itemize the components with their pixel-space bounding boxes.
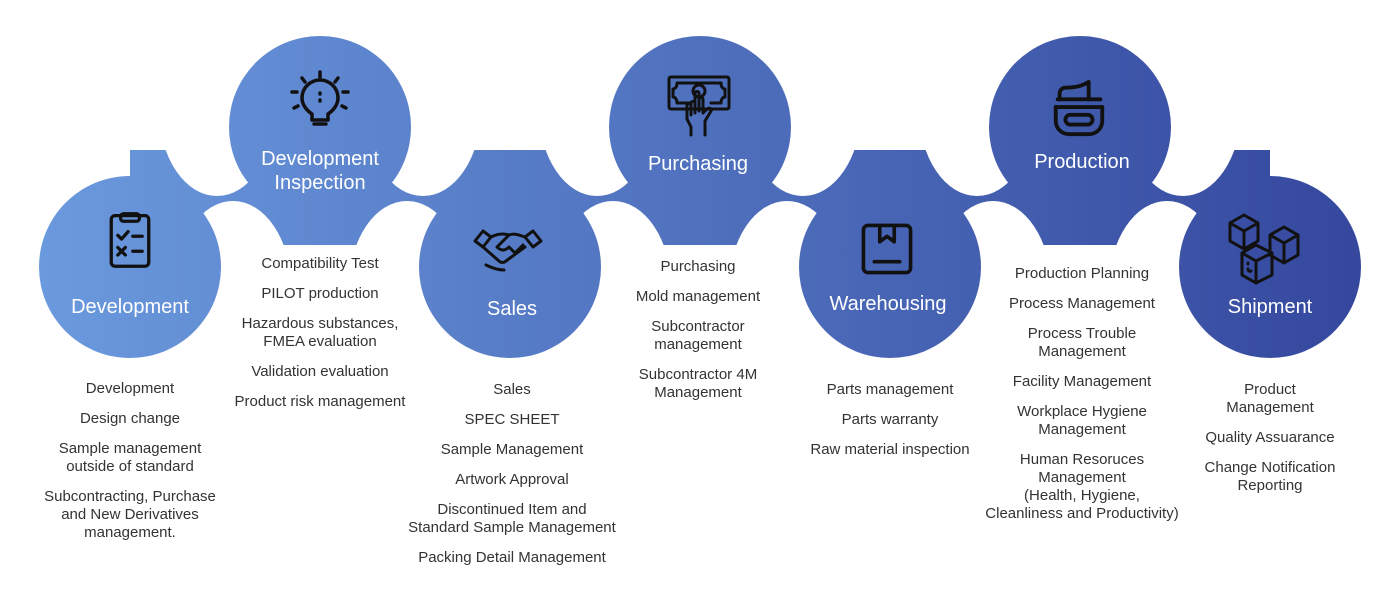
step-title: Warehousing [829, 293, 947, 315]
list-item: Sample management outside of standard [58, 440, 202, 475]
step-title: Sales [486, 298, 538, 320]
list-item: Subcontracting, Purchase and New Derivat… [44, 488, 216, 541]
list-item: Parts management [826, 381, 954, 398]
list-item: Compatibility Test [261, 255, 379, 272]
list-item: Development [85, 380, 175, 397]
list-item: Parts warranty [841, 411, 939, 428]
list-item: Subcontractor management [651, 318, 745, 353]
list-item: Discontinued Item and Standard Sample Ma… [408, 501, 616, 536]
step-title: Purchasing [647, 153, 749, 175]
step-title: Production [1034, 151, 1130, 173]
box-icon [861, 223, 913, 275]
list-item: Product Management [1226, 381, 1314, 416]
checklist-icon [109, 212, 151, 268]
step-circle-warehousing [799, 176, 981, 358]
list-item: Product risk management [234, 393, 406, 410]
list-item: Facility Management [1012, 373, 1152, 390]
list-item: Production Planning [1014, 265, 1150, 282]
lightbulb-icon [290, 70, 350, 126]
list-item: Hazardous substances, FMEA evaluation [241, 315, 399, 350]
step-circle-shipment [1179, 176, 1361, 358]
step-title: Development Inspection [261, 148, 379, 194]
list-item: Process Management [1009, 295, 1155, 312]
list-item: Sample Management [440, 441, 584, 458]
step-circle-sales [419, 176, 601, 358]
step-circle-development-inspection [229, 36, 411, 218]
cream-jar-icon [1053, 79, 1105, 137]
list-item: Quality Assuarance [1205, 429, 1335, 446]
list-item: Subcontractor 4M Management [638, 366, 758, 401]
list-item: Sales [493, 381, 531, 398]
list-item: Purchasing [660, 258, 736, 275]
handshake-icon [473, 229, 543, 272]
step-title: Shipment [1227, 296, 1313, 318]
step-circle-purchasing [609, 36, 791, 218]
list-item: Workplace Hygiene Management [1017, 403, 1147, 438]
list-item: Change Notification Reporting [1204, 459, 1336, 494]
list-item: PILOT production [261, 285, 379, 302]
list-item: Raw material inspection [810, 441, 970, 458]
list-item: Packing Detail Management [418, 549, 606, 566]
list-item: Artwork Approval [455, 471, 569, 488]
step-title: Development [71, 296, 189, 318]
list-item: Process Trouble Management [1027, 325, 1137, 360]
payment-hand-icon [667, 75, 731, 137]
boxes-icon [1228, 213, 1300, 285]
step-circle-production [989, 36, 1171, 218]
list-item: Human Resoruces Management (Health, Hygi… [985, 451, 1179, 522]
list-item: Validation evaluation [251, 363, 389, 380]
list-item: SPEC SHEET [464, 411, 560, 428]
list-item: Mold management [635, 288, 761, 305]
list-item: Design change [79, 410, 181, 427]
